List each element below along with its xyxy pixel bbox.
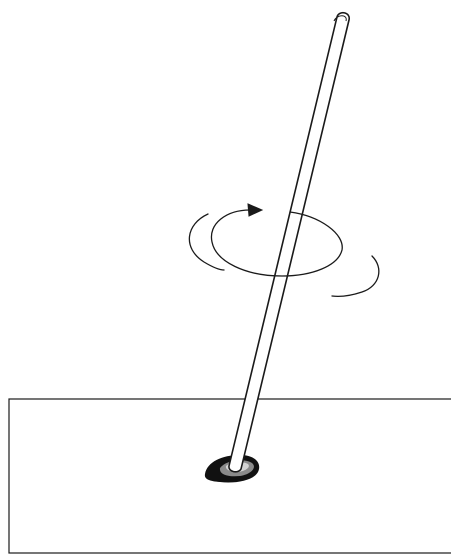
spinning-rod-diagram bbox=[0, 0, 451, 556]
diagram-canvas bbox=[0, 0, 451, 556]
